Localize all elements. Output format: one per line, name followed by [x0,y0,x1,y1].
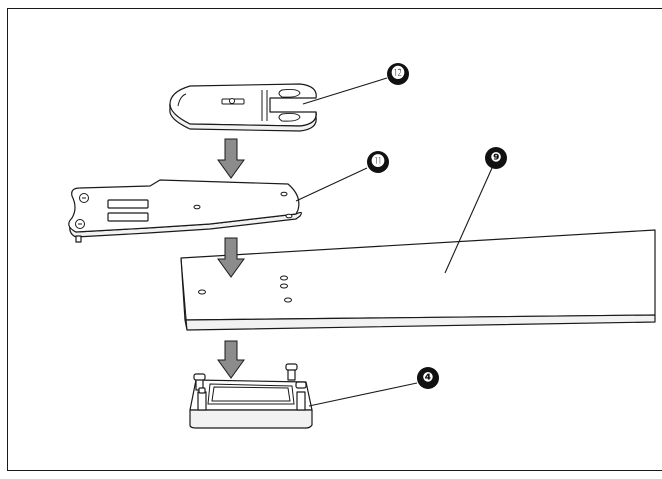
callout-11-badge: ⓫ [367,151,389,173]
callout-12-badge: ⓬ [387,63,409,85]
callout-4-badge: ❹ [417,367,439,389]
arrow-down-2 [217,237,245,278]
guide-plate-part [169,83,317,132]
assembly-arrows [217,138,245,379]
arrow-down-3 [217,340,245,379]
diagram-frame [7,8,662,471]
mounting-plate-part [68,179,302,243]
callout-11-label: ⓫ [371,154,384,170]
callout-12-label: ⓬ [391,66,404,82]
callout-9-label: ❾ [490,151,501,166]
callout-9-badge: ❾ [485,147,507,169]
board-part [180,229,656,331]
callout-4-label: ❹ [422,371,433,386]
base-block-part [189,363,313,429]
leader-lines [295,77,493,407]
arrow-down-1 [217,138,245,179]
